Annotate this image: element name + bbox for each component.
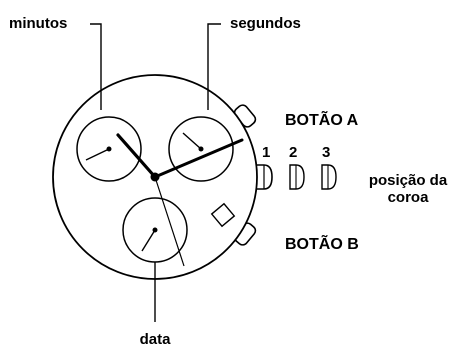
seconds-leader-line (207, 23, 221, 110)
crown-position-2-number: 2 (289, 144, 297, 161)
seconds-subdial-pivot (198, 146, 204, 152)
crown-position-1-number: 1 (262, 144, 270, 161)
date-label: data (140, 331, 172, 348)
minutes-leader-line (90, 23, 102, 110)
minutes-label: minutos (9, 15, 67, 32)
hour-hand (116, 133, 157, 179)
crown-position-label-line1: posição da (369, 172, 448, 189)
crown-position-2-indicator (289, 164, 305, 190)
button-a-label: BOTÃO A (285, 109, 359, 129)
crown-position-3-indicator (321, 164, 337, 190)
button-b-label: BOTÃO B (285, 233, 359, 253)
date-subdial-hand (141, 229, 156, 252)
crown-position-label-line2: coroa (388, 189, 430, 206)
seconds-label: segundos (230, 15, 301, 32)
minutes-subdial-pivot (106, 146, 112, 152)
center-pivot (150, 172, 160, 182)
minute-hand (153, 138, 244, 179)
date-window (210, 202, 236, 228)
minutes-subdial-hand (85, 148, 110, 161)
crown (255, 164, 273, 190)
second-hand (154, 176, 185, 267)
date-subdial-pivot (152, 227, 158, 233)
crown-position-3-number: 3 (322, 144, 330, 161)
seconds-subdial-hand (182, 132, 202, 150)
